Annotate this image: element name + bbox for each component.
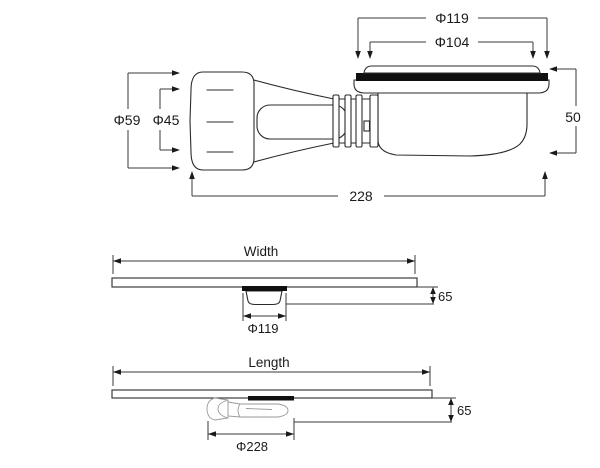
dim-length-lines [112, 366, 431, 386]
trap-tube-contours [237, 403, 273, 418]
cone-top-line [249, 78, 335, 100]
label-background [561, 106, 587, 126]
dim-phi45-label: Φ45 [153, 112, 180, 128]
right-arrow-icon [286, 431, 294, 437]
latch-detail [363, 120, 371, 132]
dim-50: 50 [549, 66, 587, 156]
gasket-band [248, 396, 294, 401]
up-arrow-icon [542, 171, 548, 179]
dim-228-lines [191, 179, 546, 197]
dim-phi119-lines [357, 17, 548, 51]
drain-trap-side-drawing [189, 65, 550, 171]
dim-phi119-top: Φ119 [355, 10, 550, 59]
down-arrow-icon [448, 415, 454, 422]
right-arrow-icon [422, 369, 430, 375]
down-arrow-icon [544, 51, 550, 59]
dim-width: Width [112, 244, 416, 274]
dim-50-label: 50 [565, 109, 581, 125]
right-arrow-icon [407, 258, 415, 264]
dim-phi104-label: Φ104 [435, 34, 470, 50]
side-view: Φ119 Φ104 [106, 10, 587, 204]
dim-phi104-lines [369, 41, 534, 51]
left-arrow-icon [243, 313, 251, 319]
dim-65-width: 65 [430, 287, 452, 304]
dim-phi228: Φ228 [207, 421, 295, 454]
right-arrow-icon [172, 147, 180, 153]
nut-ribs [206, 89, 234, 153]
dim-65-label: 65 [438, 289, 452, 304]
reference-lines [286, 286, 438, 305]
strainer-cap [363, 65, 541, 74]
dim-width-lines [112, 255, 416, 274]
pipe-ring [369, 94, 379, 148]
right-arrow-icon [172, 165, 180, 171]
right-arrow-icon [172, 86, 180, 92]
trap-cup-section [245, 290, 283, 306]
gasket-band [356, 73, 548, 81]
left-arrow-icon [208, 431, 216, 437]
right-arrow-icon [172, 70, 180, 76]
left-arrow-icon [113, 369, 121, 375]
flange [353, 79, 550, 94]
cone-bottom-line [249, 142, 335, 164]
up-arrow-icon [430, 287, 436, 294]
trap-side-profile [206, 396, 294, 421]
gasket-band [242, 286, 287, 291]
trap-tube-outline [227, 401, 289, 418]
tray-panel [111, 277, 418, 288]
dim-65-length: 65 [448, 398, 471, 422]
dim-phi228-label: Φ228 [236, 439, 268, 454]
up-arrow-icon [448, 398, 454, 405]
label-background [238, 244, 284, 258]
width-view: Width 65 Φ119 [111, 244, 452, 336]
label-background [243, 355, 295, 369]
down-arrow-icon [355, 51, 361, 59]
reference-lines [293, 397, 456, 423]
pipe-ring [355, 94, 363, 148]
trap-cup-body [377, 92, 528, 157]
pipe-ring [344, 94, 352, 148]
right-arrow-icon [278, 313, 286, 319]
length-view: Length 65 Φ228 [111, 355, 471, 454]
dim-phi119-width-label: Φ119 [247, 321, 278, 336]
down-arrow-icon [530, 51, 536, 59]
down-arrow-icon [430, 297, 436, 304]
coupling-nut [189, 71, 255, 171]
dim-phi59-label: Φ59 [114, 112, 141, 128]
down-arrow-icon [367, 51, 373, 59]
dim-phi119-width: Φ119 [242, 293, 287, 336]
up-arrow-icon [189, 171, 195, 179]
dim-228-label: 228 [349, 188, 373, 204]
dim-65-label: 65 [457, 403, 471, 418]
dim-228: 228 [189, 171, 548, 204]
dim-phi119-top-label: Φ119 [435, 10, 469, 26]
coupling-nut-contour [217, 399, 229, 419]
dim-phi104: Φ104 [367, 34, 536, 59]
length-view-title: Length [248, 355, 289, 370]
width-view-title: Width [244, 244, 279, 259]
left-arrow-icon [549, 66, 557, 72]
dim-phi228-lines [207, 421, 295, 440]
coupling-nut-outline [206, 397, 229, 421]
dim-length: Length [112, 355, 431, 386]
label-background [106, 109, 186, 130]
pipe-ring [332, 94, 340, 148]
left-arrow-icon [113, 258, 121, 264]
left-arrow-icon [549, 150, 557, 156]
